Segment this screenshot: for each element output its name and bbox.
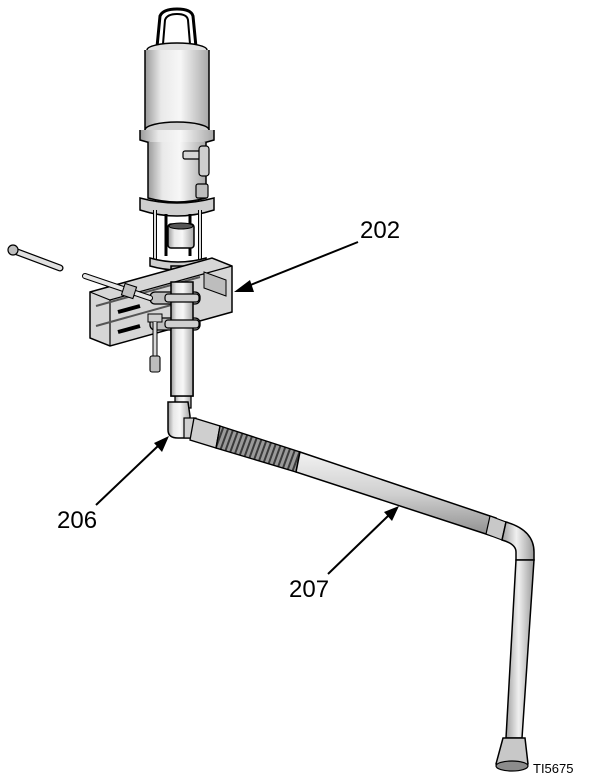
callout-label-207: 207 xyxy=(289,576,330,603)
callout-arrow-206 xyxy=(95,436,169,506)
pump-motor-icon xyxy=(139,7,215,271)
callout-arrow-202 xyxy=(234,241,359,292)
callout-label-206: 206 xyxy=(57,507,98,534)
bracket-icon xyxy=(89,257,233,397)
callout-arrow-207 xyxy=(327,506,399,575)
figure-id: TI5675 xyxy=(533,761,574,776)
suction-tube-icon xyxy=(189,417,535,772)
air-fitting-icon xyxy=(7,244,153,301)
callout-label-202: 202 xyxy=(360,217,401,244)
elbow-fitting-icon xyxy=(167,401,197,439)
